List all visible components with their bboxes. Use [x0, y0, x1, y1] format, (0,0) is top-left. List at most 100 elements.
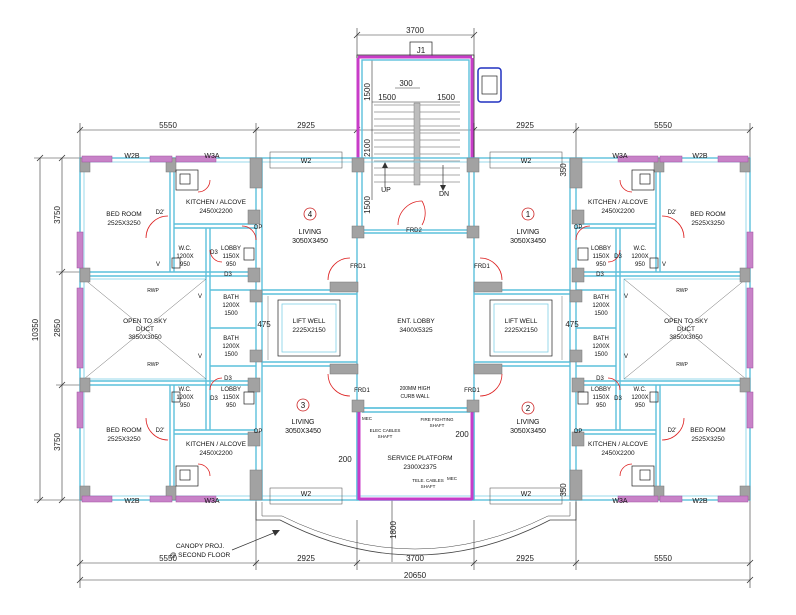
room-wc-tl-size1: 1200X: [176, 254, 193, 260]
unit-number-1: 1: [526, 210, 531, 219]
room-kitchen-tl-size: 2450X2200: [199, 208, 233, 215]
ducts: [83, 278, 747, 380]
stair-j1-label: J1: [417, 46, 426, 55]
room-bed-tl-size: 2525X3250: [107, 220, 141, 227]
room-lobby-tl-size1: 1150X: [223, 254, 240, 260]
vent-v-tr: V: [624, 294, 628, 300]
dim-stair-2100: 2100: [363, 139, 372, 157]
room-lift-l-size: 2225X2150: [292, 327, 326, 334]
room-bed-tr-name: BED ROOM: [690, 211, 725, 218]
dim-left-lower: 3750: [53, 433, 62, 451]
dim-overall: 20650: [404, 571, 427, 580]
room-wc-tl-name: W.C.: [179, 246, 192, 252]
room-bath-tl-size2: 1500: [224, 311, 238, 317]
dimension-lines: [34, 28, 754, 588]
canopy-note-line1: CANOPY PROJ.: [176, 543, 224, 550]
dim-bottom-midleft: 2925: [297, 554, 315, 563]
vent-v-tr2: V: [662, 262, 666, 268]
room-kitchen-tl-name: KITCHEN / ALCOVE: [186, 199, 247, 206]
canopy: [231, 502, 577, 556]
room-bed-br-name: BED ROOM: [690, 427, 725, 434]
lift-wells: [267, 296, 563, 360]
room-bed-tr-size: 2525X3250: [691, 220, 725, 227]
dim-stair-1500-right: 1500: [437, 93, 455, 102]
door-d3-bl1: D3: [224, 376, 232, 382]
window-w3a-tr: W3A: [612, 153, 628, 160]
dim-200-right: 200: [455, 430, 469, 439]
room-wc-tl-size2: 950: [180, 262, 191, 268]
room-wc-bl-size1: 1200X: [176, 395, 193, 401]
dim-left-total: 10350: [31, 318, 40, 341]
room-wc-br-size1: 1200X: [631, 395, 648, 401]
dim-canopy-1800: 1800: [389, 521, 398, 539]
room-lobby-bl-size2: 950: [226, 403, 237, 409]
rwp-bl: RWP: [147, 362, 159, 368]
room-living-3-size: 3050X3450: [285, 428, 321, 435]
door-d3-br2: D3: [614, 396, 622, 402]
window-w3a-bl: W3A: [204, 498, 220, 505]
elec-shaft-line1: ELEC CABLES: [370, 428, 401, 433]
dim-stair-300: 300: [399, 79, 413, 88]
window-w2-br: W2: [521, 491, 532, 498]
tele-shaft-line1: TELE. CABLES: [412, 478, 444, 483]
door-op-br: OP: [574, 429, 583, 435]
dim-top-left: 5550: [159, 121, 177, 130]
room-ent-lobby-size: 3400X5325: [399, 327, 433, 334]
dim-stair-width: 3700: [406, 26, 424, 35]
mec-label-top: MEC: [362, 416, 373, 421]
room-lobby-tr-name: LOBBY: [591, 246, 611, 252]
door-op-tl: OP: [254, 225, 263, 231]
window-w2b-br: W2B: [692, 498, 708, 505]
room-service-size: 2300X2375: [403, 464, 437, 471]
window-w2b-tr: W2B: [692, 153, 708, 160]
room-lobby-tr-size2: 950: [596, 262, 607, 268]
unit-number-3: 3: [301, 401, 306, 410]
door-swings: [145, 179, 685, 477]
dim-top-midright: 2925: [516, 121, 534, 130]
windows: [76, 151, 754, 505]
stair-dn-label: DN: [439, 191, 449, 198]
window-w2b-bl: W2B: [124, 498, 140, 505]
room-wc-br-size2: 950: [635, 403, 646, 409]
room-lift-r-name: LIFT WELL: [505, 318, 538, 325]
mec-label: MEC: [447, 476, 458, 481]
room-ent-lobby-name: ENT. LOBBY: [397, 318, 435, 325]
room-wc-bl-name: W.C.: [179, 387, 192, 393]
room-duct-l-line3: 3850X3050: [128, 334, 162, 341]
dim-lift-475-left: 475: [257, 320, 271, 329]
room-bath-bl-name: BATH: [223, 336, 239, 342]
window-w2-tr: W2: [521, 158, 532, 165]
room-kitchen-tr-size: 2450X2200: [601, 208, 635, 215]
dim-350-bottom: 350: [559, 483, 568, 497]
dim-200-left: 200: [338, 455, 352, 464]
room-bath-bl-size1: 1200X: [222, 344, 239, 350]
fire-shaft-line1: FIRE FIGHTING: [421, 417, 454, 422]
room-lobby-tl-name: LOBBY: [221, 246, 241, 252]
door-d3-tr2: D3: [596, 272, 604, 278]
vent-v-tl2: V: [198, 294, 202, 300]
room-bath-br-name: BATH: [593, 336, 609, 342]
dim-left-upper: 3750: [53, 206, 62, 224]
dim-stair-1500-left: 1500: [378, 93, 396, 102]
room-lift-r-size: 2225X2150: [504, 327, 538, 334]
stair-treads-right: [420, 104, 460, 183]
room-bath-tl-size1: 1200X: [222, 303, 239, 309]
room-kitchen-br-name: KITCHEN / ALCOVE: [588, 441, 649, 448]
room-wc-tr-size1: 1200X: [631, 254, 648, 260]
dim-bottom-mid: 3700: [406, 554, 424, 563]
room-bath-br-size2: 1500: [594, 352, 608, 358]
room-living-4-name: LIVING: [299, 229, 322, 236]
fixtures: [171, 169, 659, 487]
dim-350-top: 350: [559, 163, 568, 177]
room-lobby-bl-size1: 1150X: [223, 395, 240, 401]
dim-stair-1500-low: 1500: [363, 196, 372, 214]
vent-v-tl1: V: [156, 262, 160, 268]
room-wc-bl-size2: 950: [180, 403, 191, 409]
room-living-3-name: LIVING: [292, 419, 315, 426]
unit-number-4: 4: [308, 210, 313, 219]
unit-number-2: 2: [526, 404, 531, 413]
curb-note-line1: 200MM HIGH: [400, 386, 431, 392]
room-living-4-size: 3050X3450: [292, 238, 328, 245]
room-duct-r-line2: DUCT: [677, 326, 695, 333]
room-bed-tl-name: BED ROOM: [106, 211, 141, 218]
